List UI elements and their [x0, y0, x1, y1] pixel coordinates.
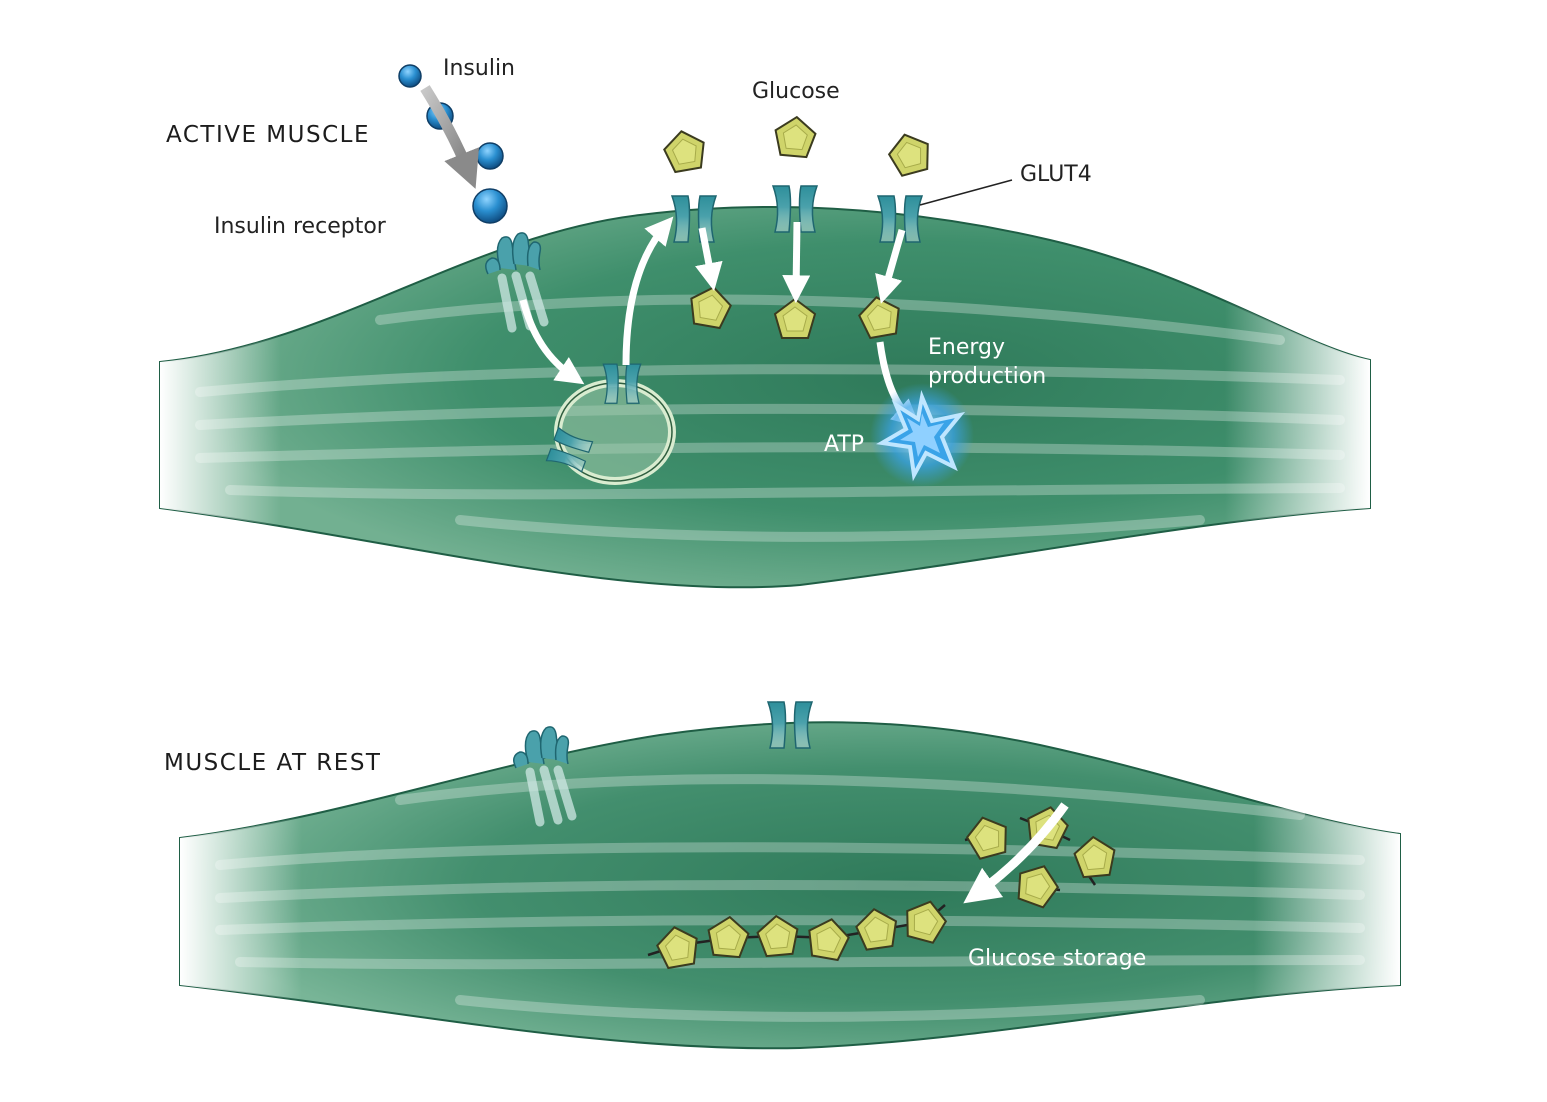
vesicle-translocation-arrow [622, 216, 674, 366]
atp-label: ATP [824, 432, 865, 457]
glut4-vesicle [545, 363, 676, 485]
glucose-storage-arrow [963, 802, 1069, 904]
energy-production-label-line2: production [928, 364, 1047, 389]
insulin-receptor-label: Insulin receptor [214, 214, 386, 239]
receptor-signal-arrow [519, 299, 585, 385]
resting-muscle-body [179, 721, 1401, 1050]
muscle-at-rest-heading: MUSCLE AT REST [164, 750, 382, 776]
energy-production-label-line1: Energy [928, 335, 1006, 360]
glycogen-chain [647, 895, 951, 971]
insulin-binding-arrow [420, 85, 480, 189]
atp-star [870, 383, 974, 487]
active-muscle-body [159, 206, 1371, 589]
glut4-leader-line [919, 179, 1013, 206]
glucose-entry-arrows [695, 221, 906, 304]
glucose-outside [660, 114, 935, 179]
glucose-storage-label: Glucose storage [968, 946, 1147, 971]
glucose-label: Glucose [752, 79, 840, 104]
insulin-label: Insulin [443, 56, 516, 81]
glut4-label: GLUT4 [1020, 162, 1092, 187]
active-muscle-heading: ACTIVE MUSCLE [166, 122, 370, 148]
